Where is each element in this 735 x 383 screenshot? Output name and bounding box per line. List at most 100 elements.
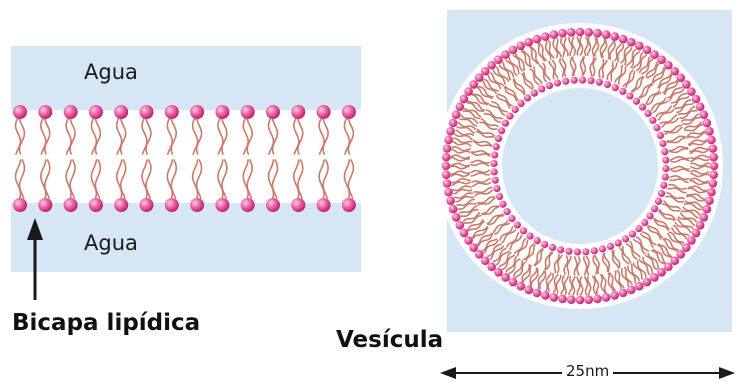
lipid-head bbox=[494, 55, 503, 64]
lipid-head bbox=[550, 30, 559, 39]
lipid-head bbox=[641, 219, 648, 226]
lipid-head bbox=[464, 236, 473, 245]
water-label-top: Agua bbox=[84, 60, 138, 84]
lipid-head bbox=[664, 61, 673, 70]
lipid-head bbox=[475, 73, 484, 82]
lipid-head bbox=[38, 105, 52, 119]
lipid-head bbox=[602, 293, 611, 302]
lipid-head bbox=[692, 95, 701, 104]
lipid-head bbox=[707, 188, 716, 197]
lipid-head bbox=[38, 198, 52, 212]
lipid-head bbox=[317, 198, 331, 212]
lipid-head bbox=[567, 295, 576, 304]
lipid-head bbox=[655, 198, 662, 205]
lipid-head bbox=[657, 132, 664, 139]
lipid-head bbox=[562, 78, 569, 85]
lipid-head bbox=[639, 103, 646, 110]
lipid-head bbox=[291, 198, 305, 212]
vesicle-lumen bbox=[502, 88, 658, 244]
lipid-head bbox=[610, 291, 619, 300]
lipid-head bbox=[635, 282, 644, 291]
lipid-head bbox=[582, 248, 589, 255]
lipid-head bbox=[619, 289, 628, 298]
lipid-head bbox=[517, 100, 524, 107]
lipid-head bbox=[114, 198, 128, 212]
lipid-head bbox=[509, 46, 518, 55]
lipid-head bbox=[584, 295, 593, 304]
lipid-head bbox=[266, 198, 280, 212]
lipid-head bbox=[241, 198, 255, 212]
lipid-head bbox=[549, 244, 556, 251]
lipid-head bbox=[501, 273, 510, 282]
lipid-head bbox=[670, 256, 679, 265]
lipid-head bbox=[576, 296, 585, 305]
lipid-head bbox=[481, 256, 490, 265]
lipid-head bbox=[266, 105, 280, 119]
lipid-head bbox=[709, 179, 718, 188]
lipid-head bbox=[558, 29, 567, 38]
lipid-head bbox=[449, 205, 458, 214]
lipid-head bbox=[635, 42, 644, 51]
lipid-head bbox=[215, 105, 229, 119]
lipid-head bbox=[682, 80, 691, 89]
lipid-head bbox=[541, 241, 548, 248]
lipid-head bbox=[475, 250, 484, 259]
lipid-head bbox=[643, 278, 652, 287]
lipid-head bbox=[633, 98, 640, 105]
lipid-head bbox=[607, 243, 614, 250]
lipid-head bbox=[442, 170, 451, 179]
lipid-head bbox=[469, 243, 478, 252]
lipid-head bbox=[487, 61, 496, 70]
lipid-head bbox=[657, 55, 666, 64]
lipid-head bbox=[643, 46, 652, 55]
lipid-head bbox=[710, 162, 719, 171]
lipid-head bbox=[514, 221, 521, 228]
lipid-head bbox=[165, 198, 179, 212]
lipid-head bbox=[587, 77, 594, 84]
lipid-head bbox=[650, 273, 659, 282]
lipid-head bbox=[443, 179, 452, 188]
lipid-head bbox=[550, 293, 559, 302]
lipid-head bbox=[703, 205, 712, 214]
lipid-head bbox=[709, 144, 718, 153]
lipid-head bbox=[190, 105, 204, 119]
lipid-head bbox=[650, 50, 659, 59]
lipid-head bbox=[649, 117, 656, 124]
lipid-head bbox=[612, 84, 619, 91]
lipid-head bbox=[660, 182, 667, 189]
lipid-head bbox=[687, 87, 696, 96]
lipid-head bbox=[342, 105, 356, 119]
lipid-head bbox=[493, 185, 500, 192]
lipid-head bbox=[481, 67, 490, 76]
lipid-head bbox=[579, 76, 586, 83]
lipid-head bbox=[495, 135, 502, 142]
lipid-head bbox=[520, 227, 527, 234]
lipid-head bbox=[499, 201, 506, 208]
lipid-head bbox=[449, 119, 458, 128]
lipid-head bbox=[658, 190, 665, 197]
lipid-head bbox=[509, 278, 518, 287]
lipid-head bbox=[538, 85, 545, 92]
lipid-head bbox=[651, 205, 658, 212]
lipid-head bbox=[657, 268, 666, 277]
lipid-head bbox=[696, 221, 705, 230]
lipid-head bbox=[140, 105, 154, 119]
lipid-head bbox=[554, 79, 561, 86]
lipid-head bbox=[64, 198, 78, 212]
lipid-head bbox=[89, 198, 103, 212]
lipid-head bbox=[446, 127, 455, 136]
lipid-head bbox=[503, 208, 510, 215]
lipid-head bbox=[619, 88, 626, 95]
lipid-head bbox=[599, 245, 606, 252]
lipid-head bbox=[524, 285, 533, 294]
lipid-head bbox=[533, 35, 542, 44]
lipid-head bbox=[241, 105, 255, 119]
lipid-head bbox=[524, 38, 533, 47]
lipid-head bbox=[502, 120, 509, 127]
lipid-head bbox=[516, 282, 525, 291]
lipid-head bbox=[662, 157, 669, 164]
lipid-head bbox=[452, 213, 461, 222]
lipid-head bbox=[699, 213, 708, 222]
lipid-head bbox=[687, 236, 696, 245]
lipid-head bbox=[531, 89, 538, 96]
